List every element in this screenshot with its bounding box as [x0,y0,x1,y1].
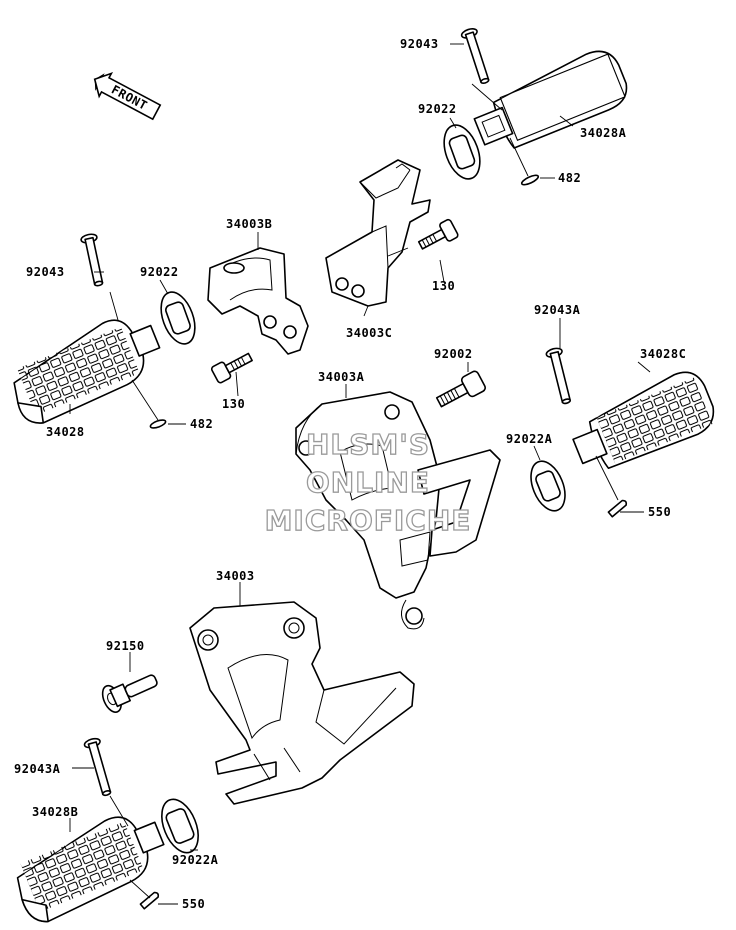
part-labels: 92043 92022 34028A 482 34003B 92043 9202… [14,37,686,911]
footpeg-34028C [530,347,715,518]
label-34003: 34003 [216,569,255,583]
label-92002: 92002 [434,347,473,361]
label-92022-left: 92022 [140,265,179,279]
bracket-34003A [295,391,501,630]
label-34003A: 34003A [318,370,365,384]
label-482-left: 482 [190,417,213,431]
footpeg-34028 [13,233,196,429]
label-92022A-right: 92022A [506,432,553,446]
label-34028C: 34028C [640,347,686,361]
front-arrow-icon: FRONT [93,71,162,121]
label-34003C: 34003C [346,326,392,340]
watermark-line-3: MICROFICHE [265,504,472,537]
watermark: HLSM'S ONLINE MICROFICHE [264,427,472,537]
bolt-92150 [101,674,158,713]
label-550-right: 550 [648,505,671,519]
label-92043-top: 92043 [400,37,439,51]
footpeg-34028A [443,28,628,186]
bolt-92002 [435,370,486,408]
label-92043-left: 92043 [26,265,65,279]
label-34028A: 34028A [580,126,627,140]
label-34028B: 34028B [32,805,78,819]
label-92043A-right: 92043A [534,303,581,317]
bracket-34003B [207,247,309,355]
bolt-130-left [210,352,253,384]
label-130-left: 130 [222,397,245,411]
bracket-34003C [325,159,431,307]
label-34028: 34028 [46,425,85,439]
watermark-line-2: ONLINE [306,466,430,499]
footpeg-34028B [16,737,199,923]
label-34003B: 34003B [226,217,272,231]
label-92043A-left: 92043A [14,762,61,776]
front-arrow-label: FRONT [109,82,150,112]
bolt-130-right [417,218,459,250]
bracket-34003 [189,601,415,805]
label-482-top: 482 [558,171,581,185]
watermark-line-1: HLSM'S [306,428,430,461]
label-130-right: 130 [432,279,455,293]
label-92022A-bottom: 92022A [172,853,219,867]
label-92150: 92150 [106,639,145,653]
label-92022-top: 92022 [418,102,457,116]
leader-lines [69,43,651,905]
label-550-bottom: 550 [182,897,205,911]
